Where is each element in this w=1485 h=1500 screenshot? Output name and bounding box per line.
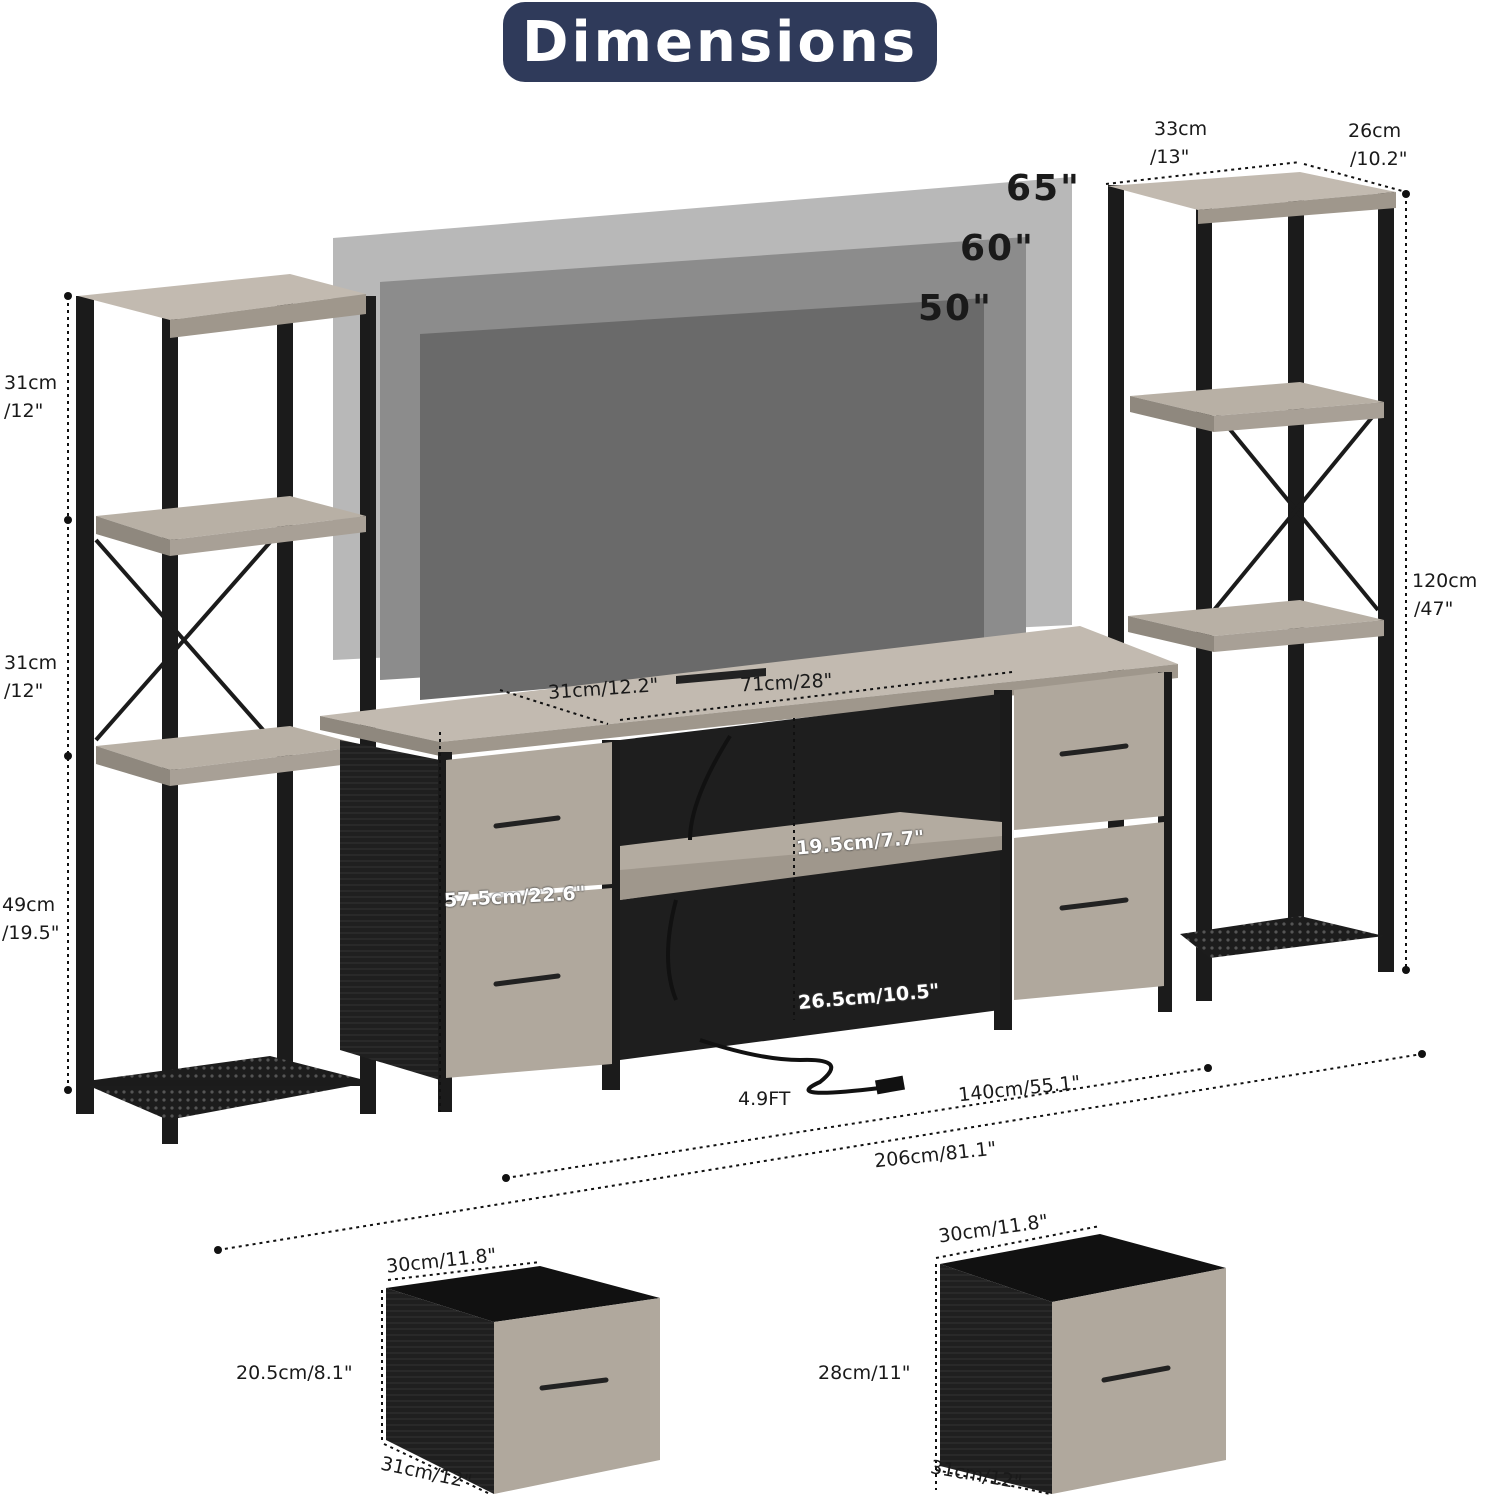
right-height-in: /47" xyxy=(1414,598,1454,620)
large-drawer-height-label: 28cm/11" xyxy=(818,1362,911,1384)
left-top-gap-in: /12" xyxy=(4,400,44,422)
left-bottom-gap-in: /19.5" xyxy=(2,922,60,944)
right-width-cm: 33cm xyxy=(1154,118,1208,140)
right-width-in: /13" xyxy=(1150,146,1190,168)
tv-50-silhouette xyxy=(420,298,984,700)
left-bottom-gap-cm: 49cm xyxy=(2,894,56,916)
right-depth-cm: 26cm xyxy=(1348,120,1402,142)
right-height-cm: 120cm xyxy=(1412,570,1478,592)
right-depth-in: /10.2" xyxy=(1350,148,1408,170)
cord-length-label: 4.9FT xyxy=(738,1088,791,1110)
left-mid-gap-cm: 31cm xyxy=(4,652,58,674)
stand-inner-width-label: 71cm/28" xyxy=(739,669,833,697)
tv-size-60-label: 60" xyxy=(960,228,1035,269)
left-top-gap-cm: 31cm xyxy=(4,372,58,394)
large-drawer-illustration xyxy=(940,1234,1226,1494)
tv-size-50-label: 50" xyxy=(918,288,993,329)
small-drawer-height-label: 20.5cm/8.1" xyxy=(236,1362,353,1384)
tv-silhouettes xyxy=(333,177,1072,700)
title-badge: Dimensions xyxy=(503,2,937,82)
small-drawer-illustration xyxy=(386,1266,660,1494)
tv-size-65-label: 65" xyxy=(1006,168,1081,209)
left-mid-gap-in: /12" xyxy=(4,680,44,702)
left-tower xyxy=(76,274,376,1144)
tv-stand xyxy=(320,626,1178,1112)
page-title: Dimensions xyxy=(521,9,919,75)
dimension-lines xyxy=(67,161,1423,1495)
